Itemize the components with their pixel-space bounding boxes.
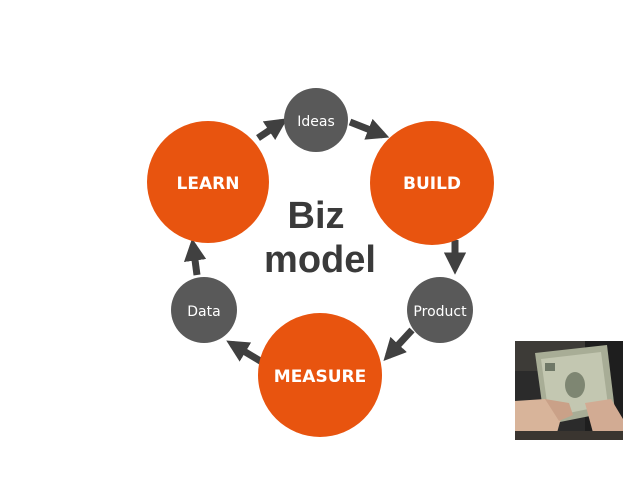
- node-ideas: Ideas: [284, 88, 348, 152]
- node-ideas-label: Ideas: [297, 114, 335, 130]
- arrow-ideas-to-build: [348, 118, 390, 140]
- center-title-line1: Biz: [288, 195, 345, 237]
- center-title-line2: model: [264, 239, 376, 281]
- node-data-label: Data: [187, 304, 220, 320]
- node-build-label: BUILD: [403, 174, 461, 194]
- node-build: BUILD: [370, 121, 494, 245]
- cycle-arrows: [183, 118, 467, 366]
- arrow-product-to-measure: [383, 327, 415, 361]
- arrow-learn-to-ideas: [256, 118, 288, 141]
- node-product-label: Product: [413, 304, 467, 320]
- node-data: Data: [171, 277, 237, 343]
- node-product: Product: [407, 277, 473, 343]
- node-measure: MEASURE: [258, 313, 382, 437]
- dollar-bill-photo: [515, 341, 623, 440]
- node-measure-label: MEASURE: [274, 367, 366, 387]
- arrow-data-to-learn: [183, 238, 207, 276]
- node-learn: LEARN: [147, 121, 269, 243]
- arrow-measure-to-data: [226, 340, 264, 366]
- node-learn-label: LEARN: [177, 174, 240, 194]
